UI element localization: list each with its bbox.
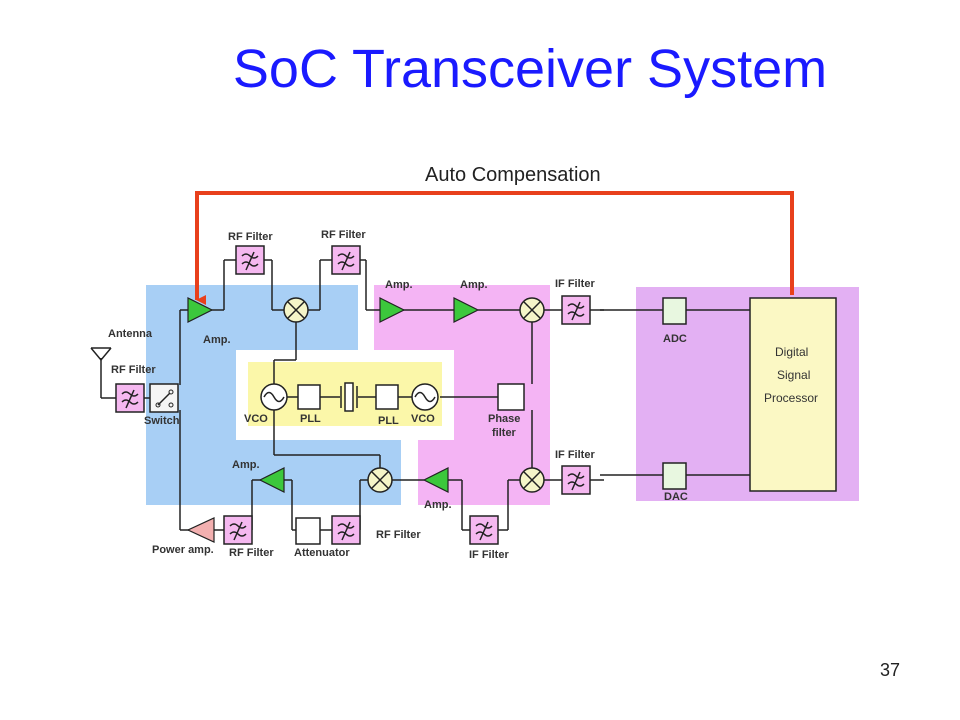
if-filter-bottom-icon (469, 515, 499, 545)
pll-left-box (297, 384, 321, 410)
if-amp2-label: Amp. (460, 279, 488, 291)
switch-label: Switch (144, 415, 180, 427)
adc-box (662, 297, 687, 325)
dsp-label-2: Signal (777, 368, 810, 382)
dac-label: DAC (664, 491, 688, 503)
rf-filter-bottom-label: RF Filter (229, 547, 274, 559)
tx-rf-mixer-icon (367, 467, 393, 493)
rx-rf-mixer-icon (283, 297, 309, 323)
pll-right-box (375, 384, 399, 410)
pll-left-label: PLL (300, 413, 321, 425)
rx-amp-icon (187, 297, 214, 323)
if-filter-tx-icon (561, 465, 591, 495)
auto-compensation-label: Auto Compensation (425, 164, 601, 186)
attenuator-box (295, 517, 321, 545)
adc-label: ADC (663, 333, 687, 345)
antenna-label: Antenna (108, 328, 153, 340)
dac-box (662, 462, 687, 490)
rf-filter-tx2-label: RF Filter (376, 529, 421, 541)
tx-amp-icon (258, 467, 285, 493)
rx-amp-label: Amp. (203, 334, 231, 346)
rf-filter-bottom-icon (223, 515, 253, 545)
rf-filter-tx2-icon (331, 515, 361, 545)
auto-compensation-line (195, 191, 794, 305)
rx-if-mixer-icon (519, 297, 545, 323)
rf-filter-left-icon (115, 383, 145, 413)
rf-filter-top1-label: RF Filter (228, 231, 273, 243)
power-amp-label: Power amp. (152, 544, 214, 556)
dsp-box (749, 297, 837, 492)
attenuator-label: Attenuator (294, 547, 350, 559)
tx-amp-label: Amp. (232, 459, 260, 471)
tx-if-amp-icon (422, 467, 449, 493)
wiring (100, 259, 750, 531)
rf-filter-top2-label: RF Filter (321, 229, 366, 241)
rf-filter-top2-icon (331, 245, 361, 275)
tx-if-amp-label: Amp. (424, 499, 452, 511)
vco-left-label: VCO (244, 413, 268, 425)
phase-filter-box (497, 383, 525, 411)
if-filter-rx-icon (561, 295, 591, 325)
switch-icon (149, 383, 179, 413)
vco-right-label: VCO (411, 413, 435, 425)
vco-left-icon (260, 383, 288, 411)
dsp-label-3: Processor (764, 391, 818, 405)
crystal-icon (340, 382, 358, 412)
if-amp2-icon (453, 297, 480, 323)
power-amp-icon (186, 517, 215, 543)
phase-filter-label-1: Phase (488, 413, 520, 425)
page-title: SoC Transceiver System (232, 39, 828, 99)
rf-filter-top1-icon (235, 245, 265, 275)
phase-filter-label-2: filter (492, 427, 517, 439)
page-number: 37 (880, 660, 901, 680)
if-filter-bottom-label: IF Filter (469, 549, 509, 561)
rf-filter-left-label: RF Filter (111, 364, 156, 376)
antenna-icon (90, 347, 112, 362)
if-amp1-label: Amp. (385, 279, 413, 291)
pll-right-label: PLL (378, 415, 399, 427)
if-amp1-icon (379, 297, 406, 323)
vco-right-icon (411, 383, 439, 411)
if-filter-tx-label: IF Filter (555, 449, 595, 461)
dsp-label-1: Digital (775, 345, 808, 359)
tx-if-mixer-icon (519, 467, 545, 493)
if-filter-rx-label: IF Filter (555, 278, 595, 290)
